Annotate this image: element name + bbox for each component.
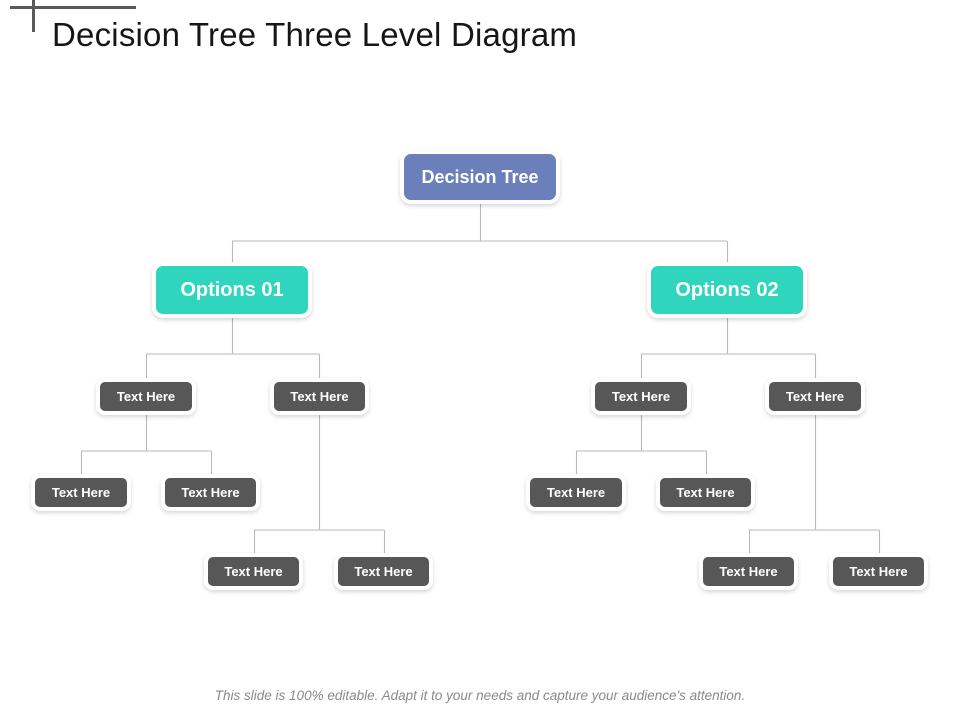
node-options-02[interactable]: Options 02 xyxy=(647,262,807,318)
node-level3-6[interactable]: Text Here xyxy=(656,474,755,511)
node-level3-3[interactable]: Text Here xyxy=(204,553,303,590)
node-level3-2[interactable]: Text Here xyxy=(161,474,260,511)
corner-mark-horizontal-line xyxy=(10,6,136,9)
node-decision-tree[interactable]: Decision Tree xyxy=(400,150,560,204)
node-level3-4[interactable]: Text Here xyxy=(334,553,433,590)
node-level3-1[interactable]: Text Here xyxy=(31,474,131,511)
node-options-01[interactable]: Options 01 xyxy=(152,262,312,318)
page-title: Decision Tree Three Level Diagram xyxy=(52,16,578,53)
node-level2-3[interactable]: Text Here xyxy=(591,378,691,415)
node-level3-5[interactable]: Text Here xyxy=(526,474,626,511)
corner-mark-vertical-line xyxy=(32,0,35,32)
node-level2-4[interactable]: Text Here xyxy=(765,378,865,415)
node-level2-2[interactable]: Text Here xyxy=(270,378,369,415)
node-level3-7[interactable]: Text Here xyxy=(699,553,798,590)
footer-note: This slide is 100% editable. Adapt it to… xyxy=(214,688,746,703)
node-level3-8[interactable]: Text Here xyxy=(829,553,928,590)
node-level2-1[interactable]: Text Here xyxy=(96,378,196,415)
